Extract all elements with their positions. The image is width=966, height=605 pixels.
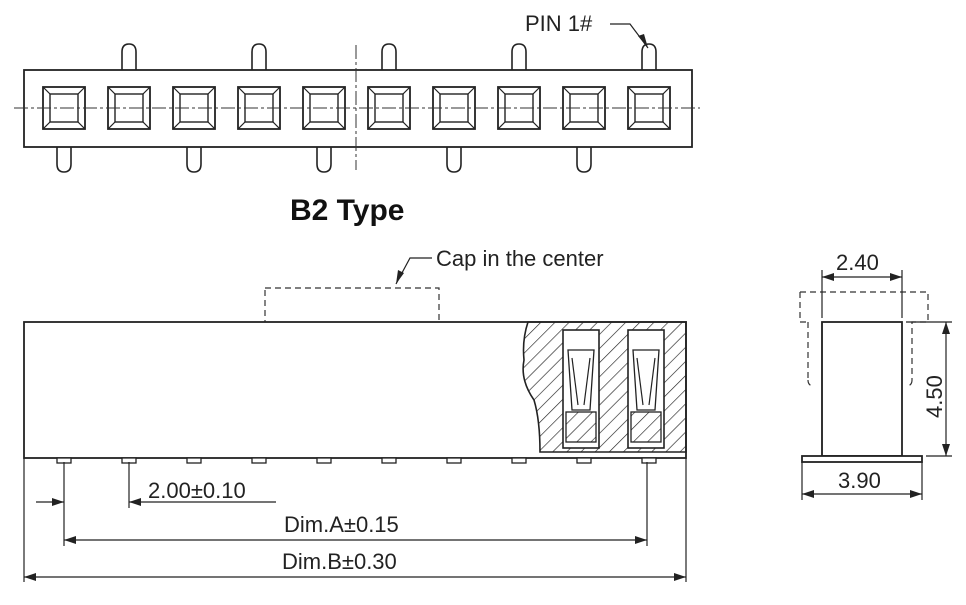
top-pin — [446, 147, 462, 173]
cap-note: Cap in the center — [436, 246, 604, 271]
top-pin — [186, 147, 202, 173]
front-pin — [576, 457, 592, 464]
front-pin — [511, 457, 527, 464]
front-view: Cap in the center — [23, 246, 687, 582]
pin1-label: PIN 1# — [525, 11, 593, 36]
side-base-width-dimension — [802, 490, 922, 498]
side-height-label: 4.50 — [922, 375, 947, 418]
top-pin — [251, 43, 267, 70]
top-pin — [641, 43, 657, 70]
side-top-width-label: 2.40 — [836, 250, 879, 275]
type-title: B2 Type — [290, 194, 404, 227]
side-base-width-label: 3.90 — [838, 468, 881, 493]
side-top-width-dimension — [822, 273, 902, 281]
front-pin — [641, 457, 657, 464]
pin1-leader — [610, 23, 649, 49]
front-pin — [381, 457, 397, 464]
dim-a-label: Dim.A±0.15 — [284, 512, 399, 537]
top-pin — [121, 43, 137, 70]
side-cap-outline — [799, 291, 929, 387]
front-pin — [251, 457, 267, 464]
front-pin — [186, 457, 202, 464]
top-view: PIN 1# — [14, 11, 700, 173]
cutaway-section — [522, 321, 687, 453]
front-pin — [316, 457, 332, 464]
top-pin — [316, 147, 332, 173]
front-pins — [56, 457, 657, 464]
front-pin — [446, 457, 462, 464]
side-view: 2.40 4.50 3.90 — [799, 250, 952, 500]
pitch-dimension — [36, 498, 276, 506]
top-pin — [56, 147, 72, 173]
pitch-label: 2.00±0.10 — [148, 478, 246, 503]
top-pins-upper — [121, 43, 657, 70]
dim-a-dimension — [64, 536, 647, 544]
dim-b-dimension — [24, 573, 686, 581]
side-base — [801, 455, 923, 463]
side-body — [821, 321, 903, 457]
top-pin — [381, 43, 397, 70]
cap-leader — [395, 257, 432, 285]
dim-b-label: Dim.B±0.30 — [282, 549, 397, 574]
top-pins-lower — [56, 147, 592, 173]
side-height-dimension — [942, 322, 950, 456]
top-pin — [576, 147, 592, 173]
top-pin — [511, 43, 527, 70]
